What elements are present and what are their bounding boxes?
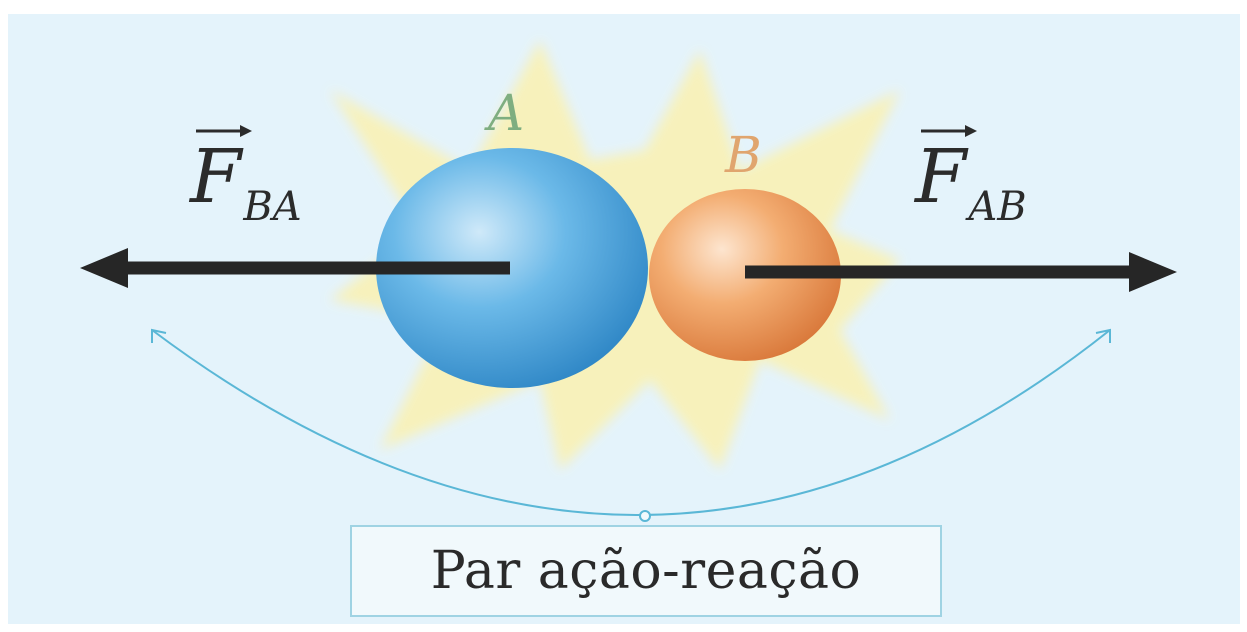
vector-arrow-icon bbox=[921, 125, 977, 137]
relation-arc-right-head bbox=[1095, 328, 1111, 343]
force-ba-symbol: F bbox=[190, 134, 242, 220]
force-ab-label: F AB bbox=[915, 125, 1027, 230]
caption-text: Par ação-reação bbox=[430, 541, 862, 601]
force-ab-subscript: AB bbox=[968, 184, 1027, 230]
relation-arc-left-head bbox=[151, 328, 167, 343]
relation-arc bbox=[151, 329, 1111, 516]
force-ba-subscript: BA bbox=[243, 184, 302, 230]
body-b-label: B bbox=[725, 126, 762, 184]
caption-box: Par ação-reação bbox=[350, 525, 942, 617]
force-ba-label: F BA bbox=[190, 125, 302, 230]
force-ab-arrowhead bbox=[1129, 252, 1177, 292]
body-a-label: A bbox=[488, 84, 525, 142]
force-ba-arrowhead bbox=[80, 248, 128, 288]
force-ab-symbol: F bbox=[915, 134, 967, 220]
relation-arc-midpoint bbox=[639, 510, 651, 522]
vector-arrow-icon bbox=[196, 125, 252, 137]
body-a-sphere bbox=[376, 148, 648, 388]
